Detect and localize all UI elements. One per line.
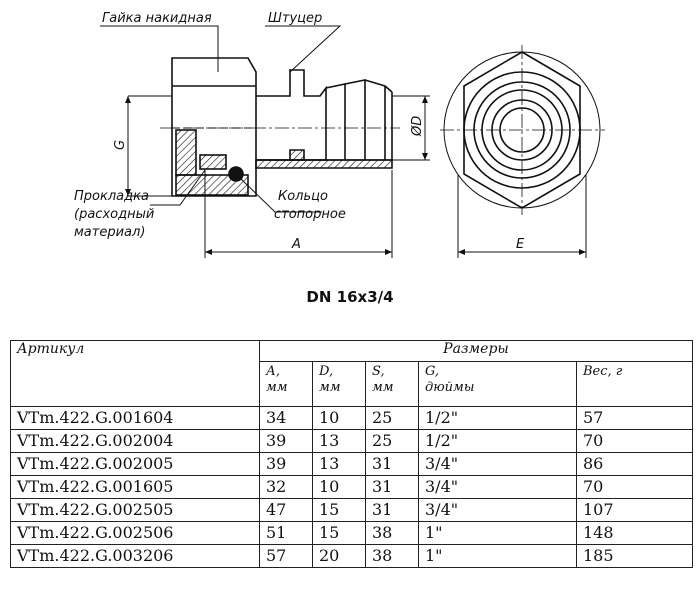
- gasket-label-3: материал): [74, 225, 145, 240]
- g-cell: 1": [418, 544, 577, 568]
- technical-drawing: Гайка накидная Штуцер Прокладка (расходн…: [74, 11, 605, 258]
- g-cell: 3/4": [418, 475, 577, 499]
- table-row: VTm.422.G.002004 39 13 25 1/2" 70: [10, 429, 693, 453]
- g-cell: 1/2": [418, 429, 577, 453]
- weight-cell: 185: [576, 544, 693, 568]
- nut-label: Гайка накидная: [102, 11, 212, 26]
- table-row: VTm.422.G.002506 51 15 38 1" 148: [10, 521, 693, 545]
- g-cell: 3/4": [418, 498, 577, 522]
- s-cell: 31: [365, 498, 419, 522]
- s-cell: 38: [365, 544, 419, 568]
- article-cell: VTm.422.G.001605: [10, 475, 260, 499]
- table-row: VTm.422.G.002005 39 13 31 3/4" 86: [10, 452, 693, 476]
- table-row: VTm.422.G.001605 32 10 31 3/4" 70: [10, 475, 693, 499]
- table-row: VTm.422.G.003206 57 20 38 1" 185: [10, 544, 693, 568]
- s-cell: 25: [365, 406, 419, 430]
- s-cell: 25: [365, 429, 419, 453]
- ring-label-2: стопорное: [274, 207, 346, 222]
- page-title: DN 16х3/4: [306, 288, 394, 306]
- dim-d-label: ØD: [410, 116, 425, 137]
- article-header: Артикул: [10, 340, 260, 407]
- s-cell: 38: [365, 521, 419, 545]
- g-cell: 1/2": [418, 406, 577, 430]
- d-cell: 20: [312, 544, 366, 568]
- s-cell: 31: [365, 475, 419, 499]
- s-cell: 31: [365, 452, 419, 476]
- weight-cell: 107: [576, 498, 693, 522]
- d-cell: 10: [312, 406, 366, 430]
- dim-e-label: E: [516, 237, 525, 252]
- g-cell: 1": [418, 521, 577, 545]
- table-row: VTm.422.G.002505 47 15 31 3/4" 107: [10, 498, 693, 522]
- col-header-weight: Вес, г: [576, 361, 693, 407]
- a-cell: 34: [259, 406, 313, 430]
- front-dimension: [457, 175, 587, 258]
- article-cell: VTm.422.G.002004: [10, 429, 260, 453]
- spec-table: Артикул Размеры А,мм D,мм S,мм G,дюймы В…: [10, 340, 693, 568]
- dim-g-label: G: [113, 140, 128, 150]
- article-cell: VTm.422.G.003206: [10, 544, 260, 568]
- table-row: VTm.422.G.001604 34 10 25 1/2" 57: [10, 406, 693, 430]
- g-cell: 3/4": [418, 452, 577, 476]
- weight-cell: 57: [576, 406, 693, 430]
- dim-a-label: A: [291, 237, 301, 252]
- front-view: [440, 45, 605, 215]
- col-header-s: S,мм: [365, 361, 419, 407]
- d-cell: 13: [312, 429, 366, 453]
- article-cell: VTm.422.G.002506: [10, 521, 260, 545]
- a-cell: 51: [259, 521, 313, 545]
- article-cell: VTm.422.G.002505: [10, 498, 260, 522]
- d-cell: 10: [312, 475, 366, 499]
- weight-cell: 86: [576, 452, 693, 476]
- col-header-g: G,дюймы: [418, 361, 577, 407]
- article-cell: VTm.422.G.001604: [10, 406, 260, 430]
- a-cell: 39: [259, 452, 313, 476]
- col-header-d: D,мм: [312, 361, 366, 407]
- gasket-label-2: (расходный: [74, 207, 154, 222]
- gasket-label-1: Прокладка: [74, 189, 149, 204]
- weight-cell: 148: [576, 521, 693, 545]
- weight-cell: 70: [576, 475, 693, 499]
- weight-cell: 70: [576, 429, 693, 453]
- d-cell: 13: [312, 452, 366, 476]
- a-cell: 39: [259, 429, 313, 453]
- ring-label-1: Кольцо: [278, 189, 328, 204]
- article-cell: VTm.422.G.002005: [10, 452, 260, 476]
- dimension-lines: [100, 25, 430, 258]
- side-view: [160, 57, 400, 197]
- d-cell: 15: [312, 498, 366, 522]
- a-cell: 57: [259, 544, 313, 568]
- a-cell: 32: [259, 475, 313, 499]
- col-header-a: А,мм: [259, 361, 313, 407]
- d-cell: 15: [312, 521, 366, 545]
- fitting-label: Штуцер: [268, 11, 322, 26]
- sizes-header: Размеры: [259, 340, 693, 362]
- a-cell: 47: [259, 498, 313, 522]
